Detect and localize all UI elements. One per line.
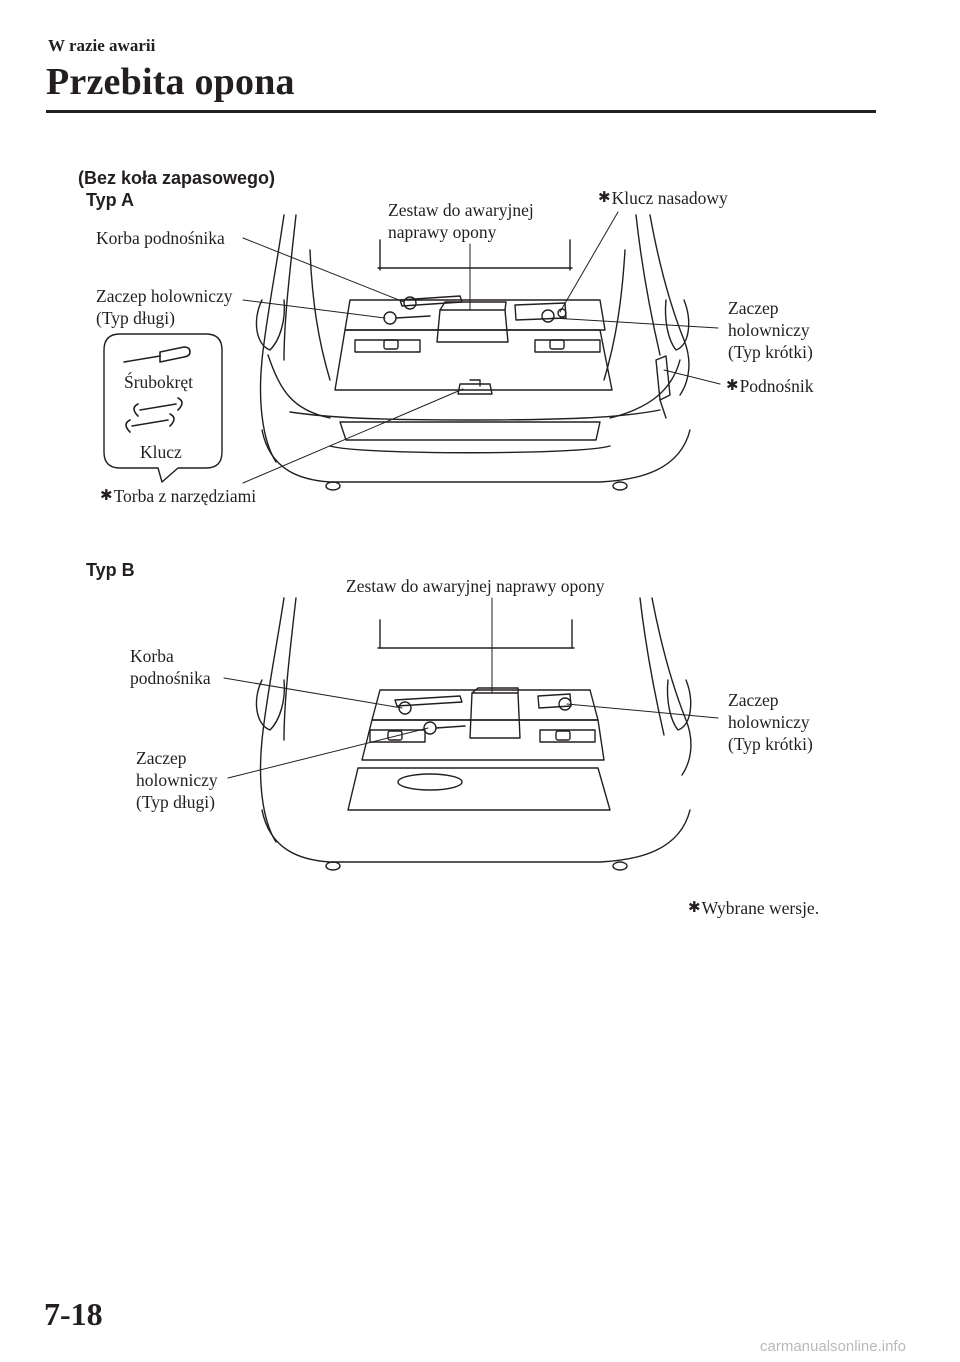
- figure-b-heading: Typ B: [86, 560, 135, 581]
- label-b-tow-hook-long-line3: (Typ długi): [136, 790, 215, 815]
- figure-a-heading: Typ A: [86, 190, 134, 211]
- label-tool-bag-text: Torba z narzędziami: [114, 486, 257, 506]
- label-wrench: Klucz: [140, 440, 182, 465]
- label-jack-text: Podnośnik: [740, 376, 814, 396]
- label-b-repair-kit: Zestaw do awaryjnej naprawy opony: [346, 574, 605, 599]
- variant-heading: (Bez koła zapasowego): [78, 168, 275, 189]
- watermark: carmanualsonline.info: [760, 1338, 906, 1355]
- label-tool-bag: ✱Torba z narzędziami: [100, 484, 256, 509]
- footnote-text: Wybrane wersje.: [702, 898, 820, 918]
- wrench-icon: [126, 398, 182, 432]
- footnote: ✱Wybrane wersje.: [688, 896, 819, 921]
- label-jack: ✱Podnośnik: [726, 374, 813, 399]
- asterisk-icon: ✱: [726, 378, 739, 394]
- asterisk-icon: ✱: [688, 900, 701, 916]
- figure-b-car-illustration: [256, 598, 690, 870]
- label-tow-hook-long-line2: (Typ długi): [96, 306, 175, 331]
- label-tow-hook-short-line3: (Typ krótki): [728, 340, 813, 365]
- label-repair-kit-line2: naprawy opony: [388, 220, 496, 245]
- label-jack-handle: Korba podnośnika: [96, 226, 225, 251]
- label-lug-wrench-text: Klucz nasadowy: [612, 188, 728, 208]
- asterisk-icon: ✱: [100, 488, 113, 504]
- screwdriver-icon: [124, 347, 190, 362]
- label-b-tow-hook-short-line3: (Typ krótki): [728, 732, 813, 757]
- asterisk-icon: ✱: [598, 190, 611, 206]
- label-screwdriver: Śrubokręt: [124, 370, 193, 395]
- page-number: 7-18: [44, 1296, 103, 1333]
- figure-a-car-illustration: [256, 215, 690, 490]
- label-b-jack-handle-line2: podnośnika: [130, 666, 211, 691]
- label-lug-wrench: ✱Klucz nasadowy: [598, 186, 728, 211]
- figure-a-leader-lines: [243, 212, 720, 483]
